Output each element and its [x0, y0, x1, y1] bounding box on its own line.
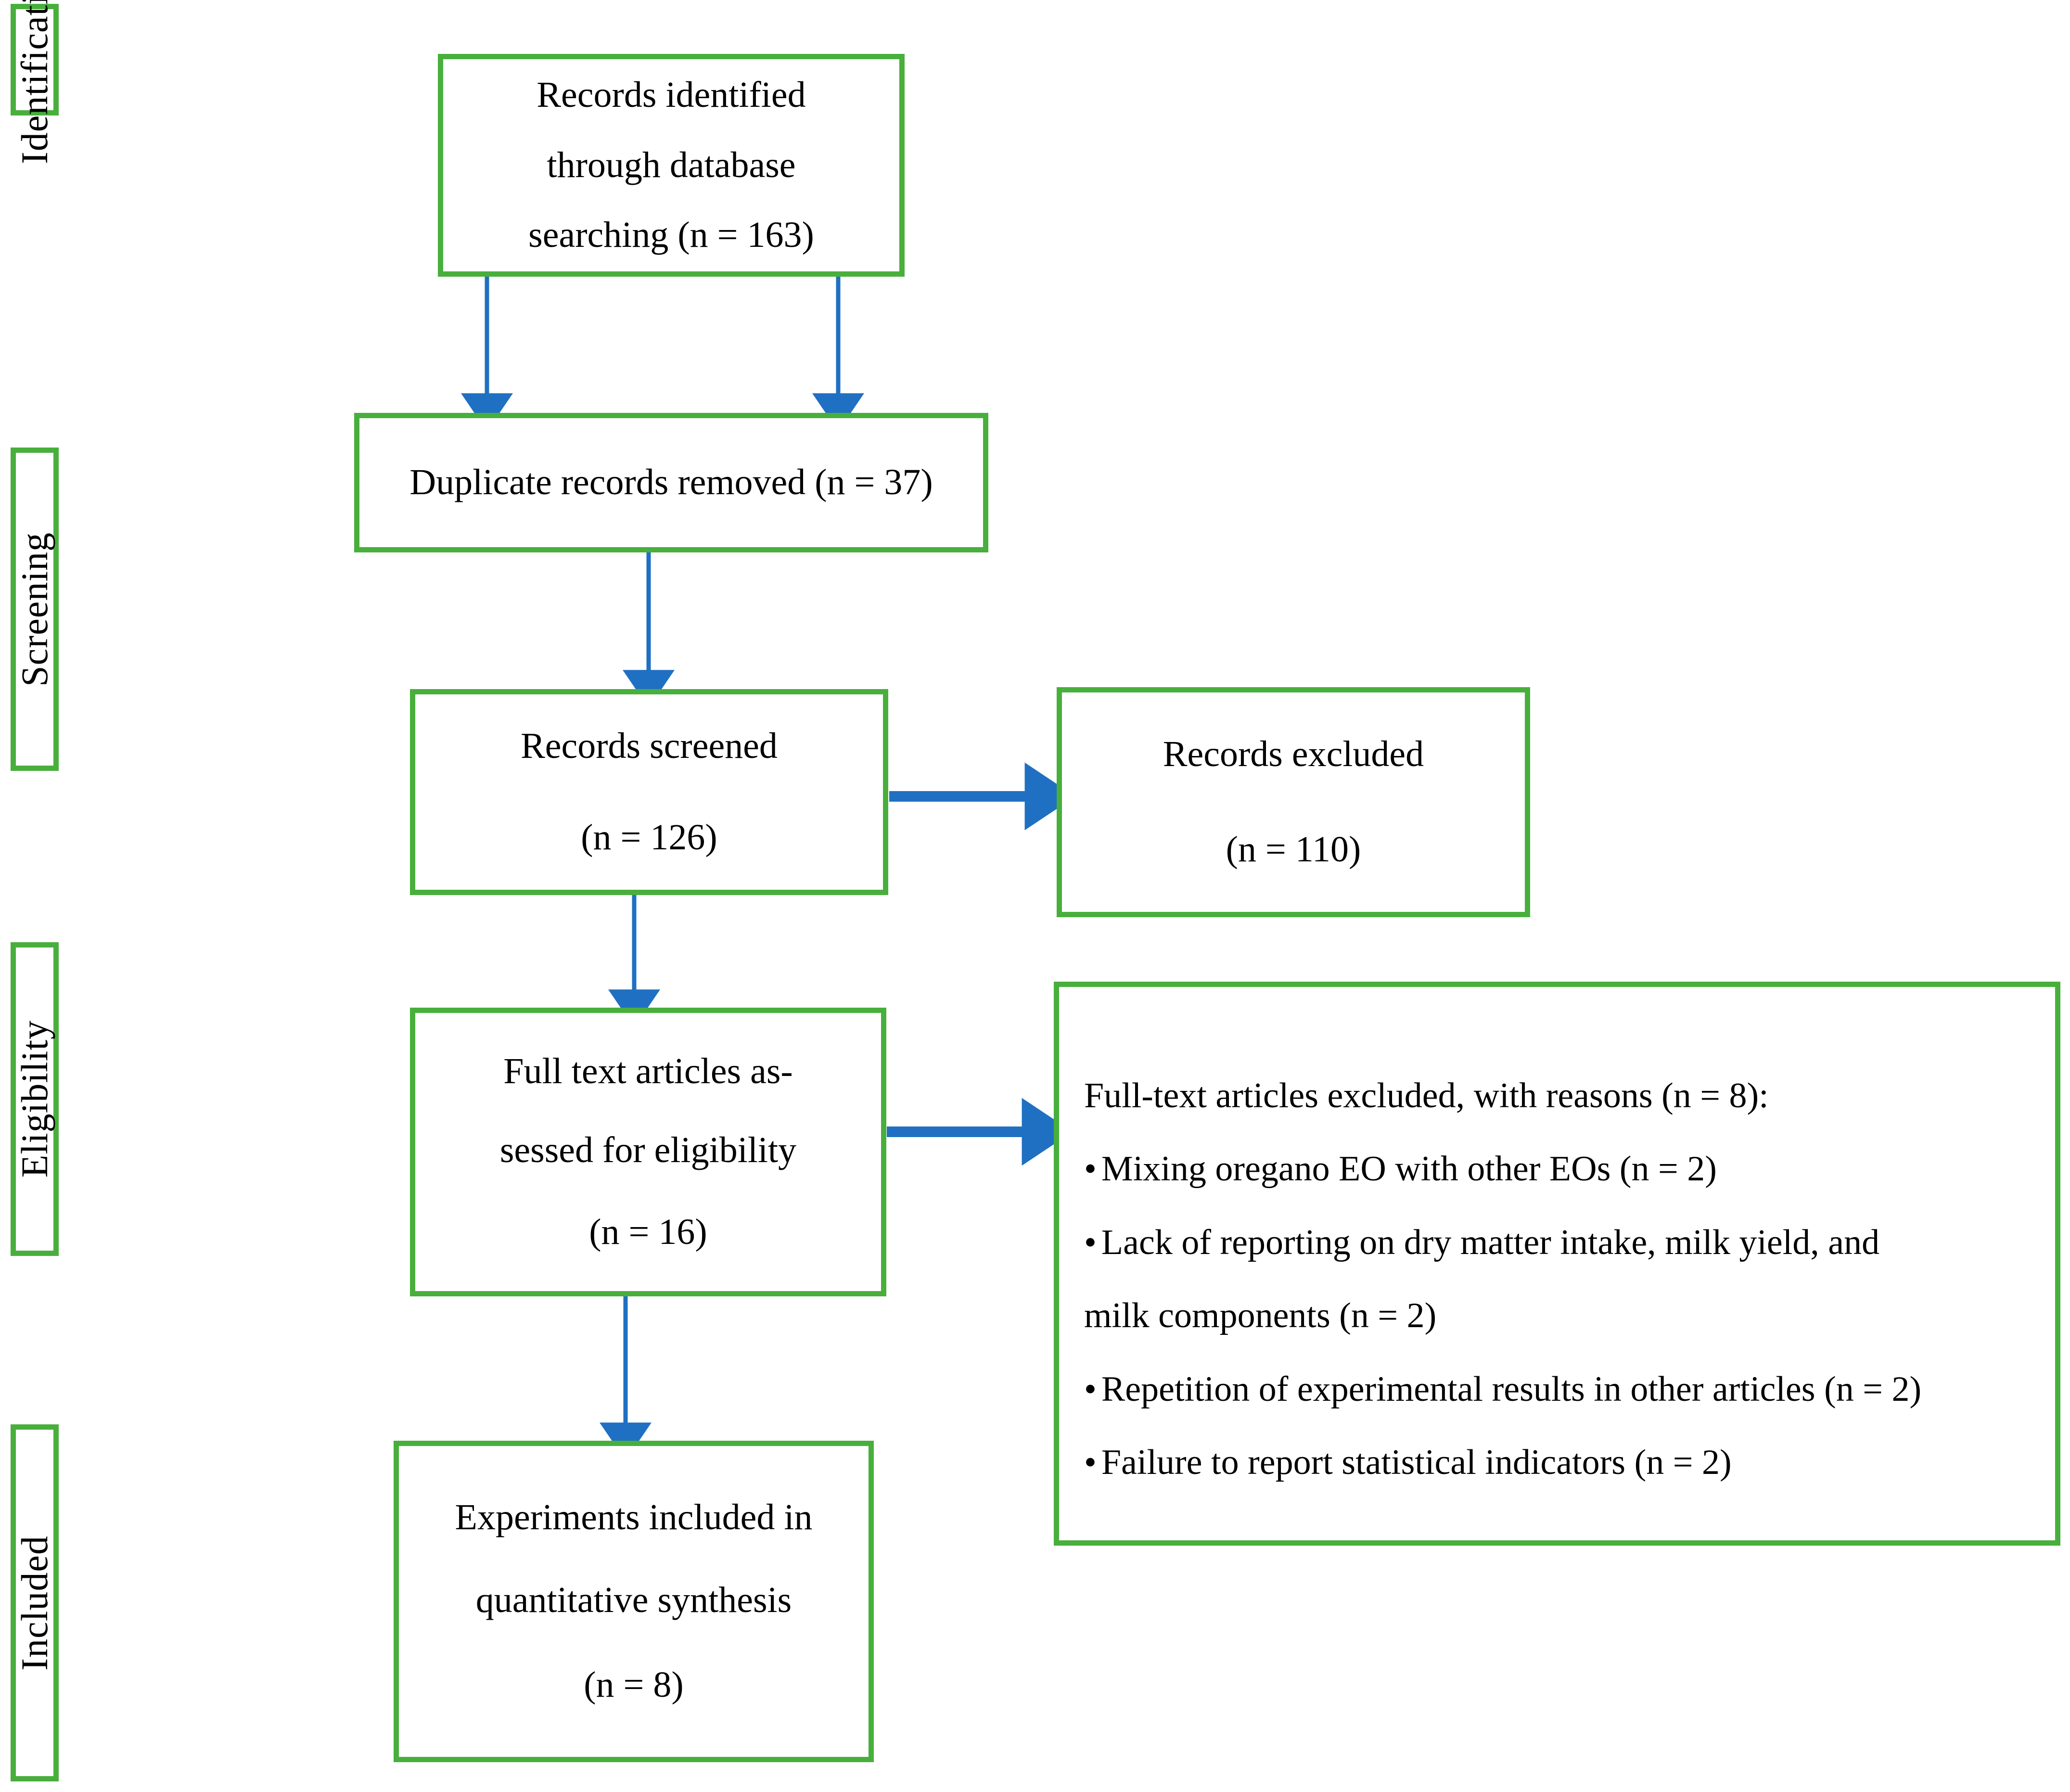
bullet-icon: • [1084, 1369, 1101, 1409]
stage-label-screening: Screening [11, 448, 59, 771]
node-line: searching (n = 163) [528, 215, 814, 256]
bullet-icon: • [1084, 1149, 1101, 1189]
node-duplicate-records-removed: Duplicate records removed (n = 37) [354, 413, 988, 552]
stage-label-text: Included [13, 1535, 55, 1671]
stage-label-text: Identification [13, 0, 55, 165]
reasons-item: •Mixing oregano EO with other EOs (n = 2… [1084, 1132, 1717, 1205]
node-fulltext-assessed: Full text articles as- sessed for eligib… [410, 1008, 886, 1296]
node-exclusion-reasons: Full-text articles excluded, with reason… [1054, 982, 2060, 1546]
node-line: (n = 16) [589, 1211, 707, 1252]
node-line: Records identified [537, 74, 806, 115]
bullet-icon: • [1084, 1443, 1101, 1483]
reasons-item-continuation: milk components (n = 2) [1084, 1296, 1437, 1336]
reasons-item: •Failure to report statistical indicator… [1084, 1426, 1732, 1499]
node-line: Experiments included in [455, 1497, 813, 1538]
reasons-item: •Lack of reporting on dry matter intake,… [1084, 1206, 1879, 1279]
reasons-item: •Repetition of experimental results in o… [1084, 1353, 1921, 1426]
reasons-item-text: Mixing oregano EO with other EOs (n = 2) [1101, 1149, 1717, 1189]
reasons-item-text: Lack of reporting on dry matter intake, … [1101, 1222, 1880, 1262]
reasons-header: Full-text articles excluded, with reason… [1084, 1076, 1769, 1115]
node-line: Full text articles as- [503, 1051, 793, 1092]
node-line: sessed for eligibility [499, 1130, 797, 1171]
reasons-item-text: Failure to report statistical indicators… [1101, 1443, 1732, 1483]
node-line: (n = 110) [1226, 829, 1361, 870]
bullet-icon: • [1084, 1222, 1101, 1262]
node-line: Duplicate records removed (n = 37) [409, 462, 933, 503]
node-line: quantitative synthesis [475, 1580, 792, 1621]
reasons-item-text: Repetition of experimental results in ot… [1101, 1369, 1922, 1409]
node-line: Records excluded [1163, 734, 1424, 775]
stage-label-eligibility: Eligibility [11, 942, 59, 1256]
stage-label-text: Eligibility [13, 1020, 55, 1178]
node-line: (n = 126) [581, 817, 717, 858]
node-records-identified: Records identified through database sear… [438, 54, 905, 277]
node-records-excluded: Records excluded (n = 110) [1057, 687, 1530, 917]
node-line: Records screened [521, 726, 778, 767]
node-line: through database [547, 144, 796, 185]
node-experiments-included: Experiments included in quantitative syn… [394, 1441, 874, 1762]
stage-label-included: Included [11, 1424, 59, 1781]
stage-label-identification: Identification [11, 0, 59, 164]
node-records-screened: Records screened (n = 126) [410, 689, 888, 895]
node-line: (n = 8) [584, 1664, 684, 1705]
stage-label-text: Screening [13, 532, 55, 687]
